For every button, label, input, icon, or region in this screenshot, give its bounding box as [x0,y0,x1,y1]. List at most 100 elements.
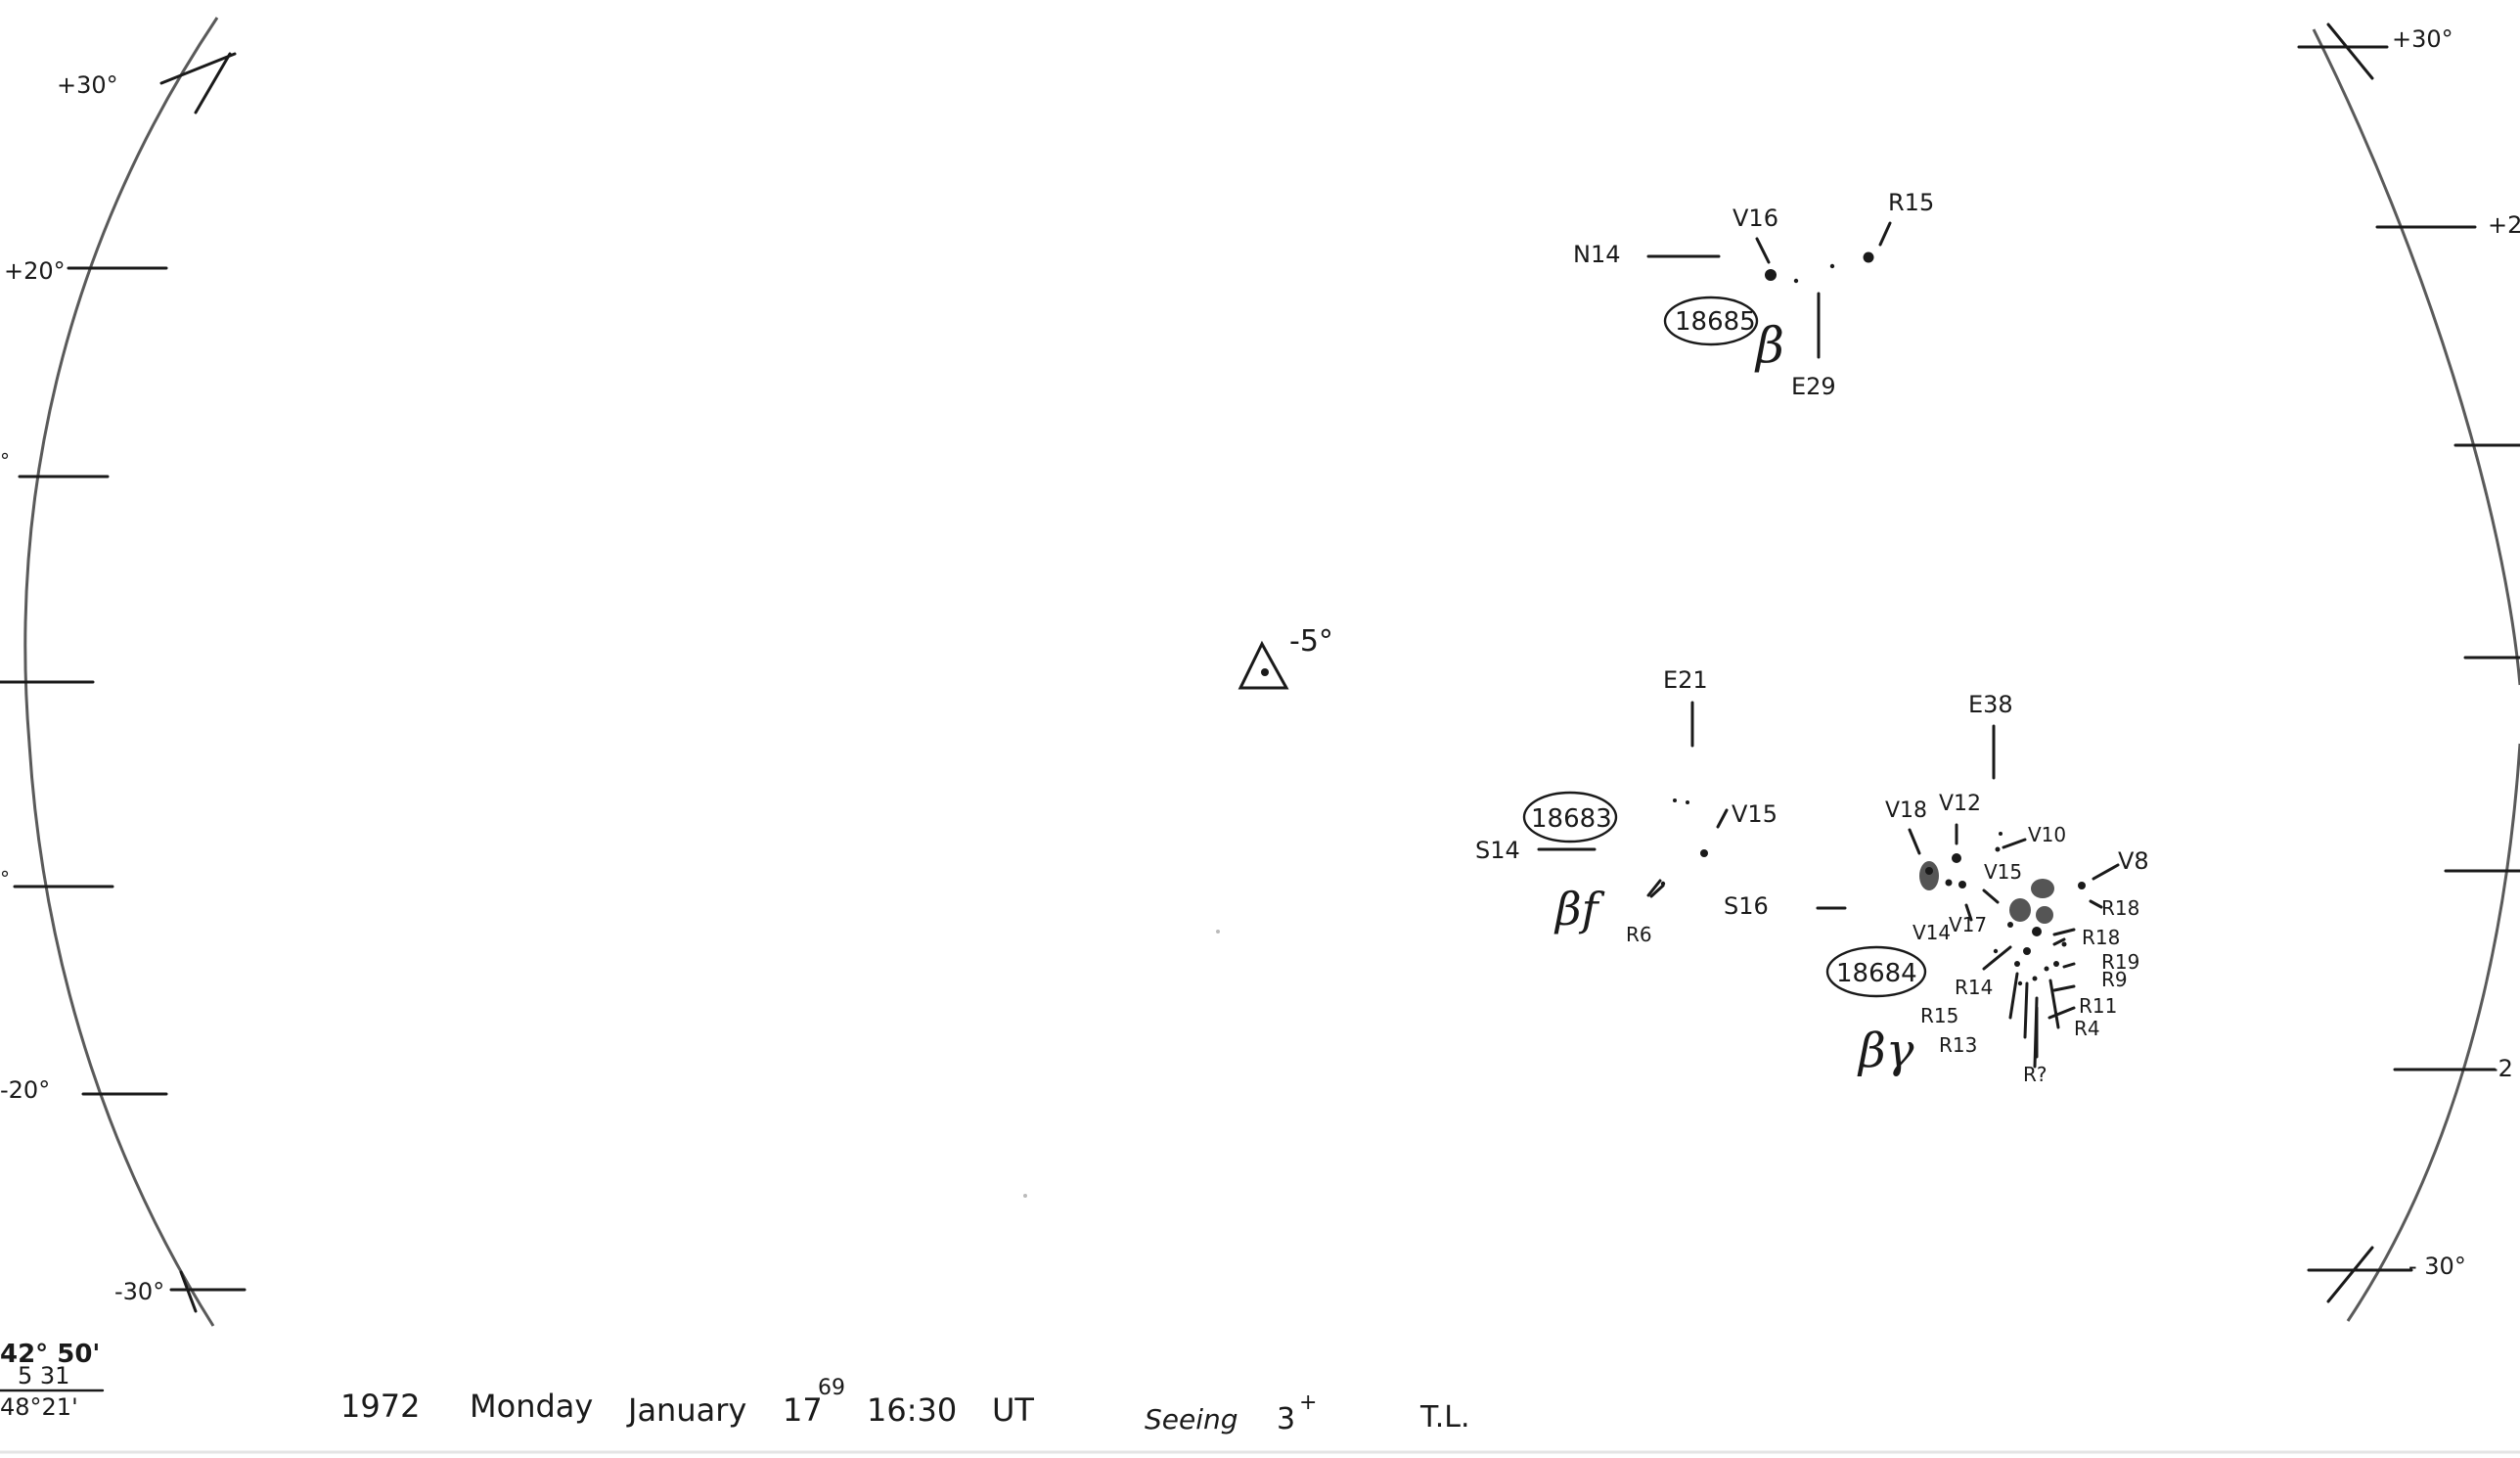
region-18683-label-r: R6 [1626,923,1652,946]
spot [2044,966,2049,972]
region-18684-label-v18: V18 [1885,798,1927,823]
region-18684-number-oval [1825,945,1927,998]
spot [1925,867,1933,875]
spot [2017,980,2023,986]
left-tick-label-minus30: -30° [114,1278,164,1305]
spot [1700,849,1708,857]
left-latitude-ticks [0,52,247,1313]
footnote-line-1: 42° 50' [0,1340,100,1369]
region-18685-class: β [1754,317,1784,374]
spot [1952,853,1961,863]
right-tick-label-plus30: +30° [2392,25,2453,53]
center-latitude-label: -5° [1289,624,1333,659]
region-18685-label-n: N14 [1573,241,1621,268]
spot [2032,976,2038,981]
region-18684-label-r9: R9 [2101,968,2128,991]
right-latitude-ticks [2297,23,2520,1303]
spot [2023,947,2031,955]
region-18684-label-v17: V17 [1949,913,1987,936]
footnote-line-3: 48°21' [0,1393,78,1421]
spot [1999,832,2002,836]
region-18684-label-v15: V15 [1984,860,2022,884]
spot [1919,861,1939,890]
left-limb-arc [23,17,219,1327]
left-tick-label-plus30: +30° [57,71,118,99]
region-18684-label-v12: V12 [1939,792,1981,816]
spot [1863,251,1874,263]
spot [2009,898,2031,922]
region-18684-label-r14: R14 [1955,976,1993,999]
right-tick-label-minus20: -2 [2490,1055,2513,1082]
footer-seeing-superscript: + [1299,1390,1317,1415]
region-18683-class: βf [1553,883,1605,935]
disk-center-marker [1238,640,1289,690]
spot [2007,922,2013,928]
region-18684-label-r18b: R18 [2082,926,2120,949]
footer-time: 16:30 [867,1391,957,1429]
paper-speck [1023,1194,1027,1198]
left-tick-label-plus10: ° [0,449,10,473]
footer-timezone: UT [992,1391,1034,1429]
region-18683-number-oval [1522,791,1618,843]
footer-day: 17 [783,1391,823,1429]
region-18683-label-e: E21 [1663,666,1708,694]
right-limb-arc-lower [2346,743,2520,1322]
region-18684-label-r11: R11 [2079,994,2117,1018]
spot [2031,879,2054,898]
spot [1765,269,1777,281]
spot [1995,846,2001,852]
region-18685-number: 18685 [1675,307,1756,337]
region-18684-label-v10: V10 [2028,823,2066,846]
footer-month: January [626,1391,746,1429]
region-18685-label-r: R15 [1888,189,1934,216]
spot [1673,798,1677,802]
region-18684-label-v14: V14 [1912,921,1951,944]
right-tick-label-plus20: +2 [2488,211,2520,239]
region-18684-label-r15: R15 [1920,1004,1958,1027]
footer-observer-initials: T.L. [1419,1400,1470,1435]
region-18684-label-r4: R4 [2074,1017,2100,1040]
footnote-line-2: 5 31 [18,1362,69,1390]
region-18684-label-rq: R? [2023,1063,2048,1086]
spot [2032,927,2042,936]
region-18684 [1825,724,2120,1069]
region-18685-number-oval [1663,296,1759,346]
spot [1829,263,1835,269]
region-18683 [1522,701,1847,910]
footer-day-superscript: 69 [818,1376,845,1400]
spot [1993,948,1999,954]
spot [2061,941,2067,947]
spot [1958,881,1966,888]
region-18685-label-e: E29 [1791,373,1836,400]
spot [1686,800,1689,804]
region-18683-label-s2: S16 [1724,892,1769,920]
spot [2036,906,2053,924]
region-18683-label-s: S14 [1475,837,1520,864]
left-tick-label-plus20: +20° [4,257,66,285]
region-18684-label-v8: V8 [2118,847,2149,875]
footer-seeing-label: Seeing [1145,1403,1238,1435]
spot [2014,961,2020,967]
region-18684-label-r19: R19 [2101,950,2139,974]
footer-seeing-value: 3 [1277,1402,1295,1436]
region-18684-label-e: E38 [1968,691,2013,718]
region-18684-number: 18684 [1836,959,1917,988]
spot [1793,278,1799,284]
right-limb-arc [2312,28,2520,686]
region-18685 [1646,221,1892,359]
region-18683-label-v: V15 [1732,800,1778,828]
region-18684-class: βγ [1857,1024,1914,1078]
spot [2078,882,2086,889]
region-18684-label-r18a: R18 [2101,896,2139,920]
footer-weekday: Monday [470,1388,593,1425]
footer-year: 1972 [340,1388,420,1425]
left-tick-label-minus20: -20° [0,1076,50,1104]
right-tick-label-minus30: - 30° [2408,1253,2466,1280]
spot [2053,961,2059,967]
region-18685-label-v: V16 [1732,205,1778,232]
paper-speck [1216,930,1220,934]
left-tick-label-minus10: ° [0,867,10,890]
spot [1945,879,1953,887]
region-18684-label-r13: R13 [1939,1033,1977,1057]
